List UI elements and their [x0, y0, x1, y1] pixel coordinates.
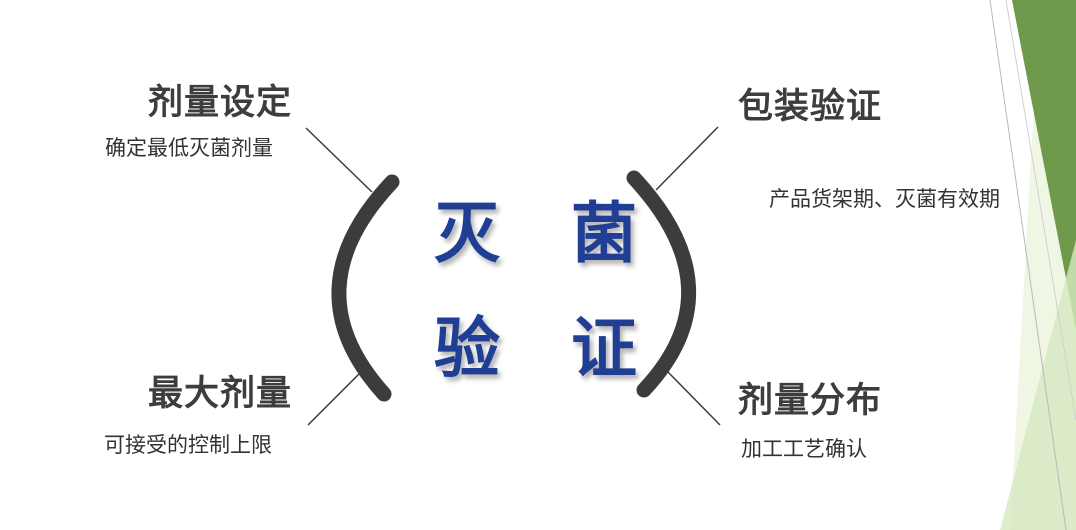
top-left-title: 剂量设定	[147, 83, 292, 123]
top-right-title: 包装验证	[738, 87, 883, 127]
top-left-desc: 确定最低灭菌剂量	[105, 136, 273, 160]
bottom-left-desc: 可接受的控制上限	[104, 433, 272, 457]
right-bracket	[626, 170, 697, 398]
deco-line-2	[1005, 0, 1076, 421]
connector-bottom-left	[307, 367, 366, 426]
center-title-line2: 验 证	[434, 310, 661, 387]
bottom-left-title: 最大剂量	[147, 374, 292, 414]
deco-triangle-pale	[1000, 240, 1076, 530]
deco-triangle-mid	[1012, 0, 1076, 330]
bottom-right-desc: 加工工艺确认	[741, 437, 867, 461]
center-title-line1: 灭 菌	[434, 195, 661, 272]
connector-top-right	[655, 126, 719, 191]
bottom-right-title: 剂量分布	[738, 381, 883, 421]
deco-line-1	[989, 0, 1067, 530]
top-right-desc: 产品货架期、灭菌有效期	[769, 187, 1000, 211]
connector-bottom-right	[667, 371, 721, 426]
connector-top-left	[305, 127, 373, 193]
left-bracket	[331, 174, 400, 402]
